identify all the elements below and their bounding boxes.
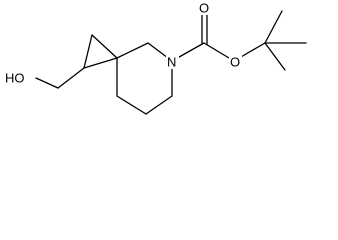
bond-c6-to-c7 [145, 95, 173, 115]
nitrogen-label: N [167, 55, 176, 70]
carbonyl-oxygen-label: O [199, 1, 209, 16]
bond-tbu-methyl-bottom [264, 42, 286, 71]
bond-ch2-to-oh [35, 77, 59, 89]
bond-spiro-to-c4 [116, 42, 149, 59]
bond-cyclopropane-right [91, 34, 118, 59]
hydroxyl-label: HO [5, 71, 25, 86]
ester-oxygen-label: O [230, 55, 240, 70]
bond-ring-to-ch2 [57, 67, 85, 89]
bond-c7-to-c8 [116, 95, 147, 115]
molecule-structure-diagram: HO N O O [4, 1, 307, 115]
bond-tbu-methyl-top [264, 10, 283, 44]
bond-cyclopropane-base [83, 57, 118, 69]
bond-cyclopropane-left [83, 34, 93, 69]
